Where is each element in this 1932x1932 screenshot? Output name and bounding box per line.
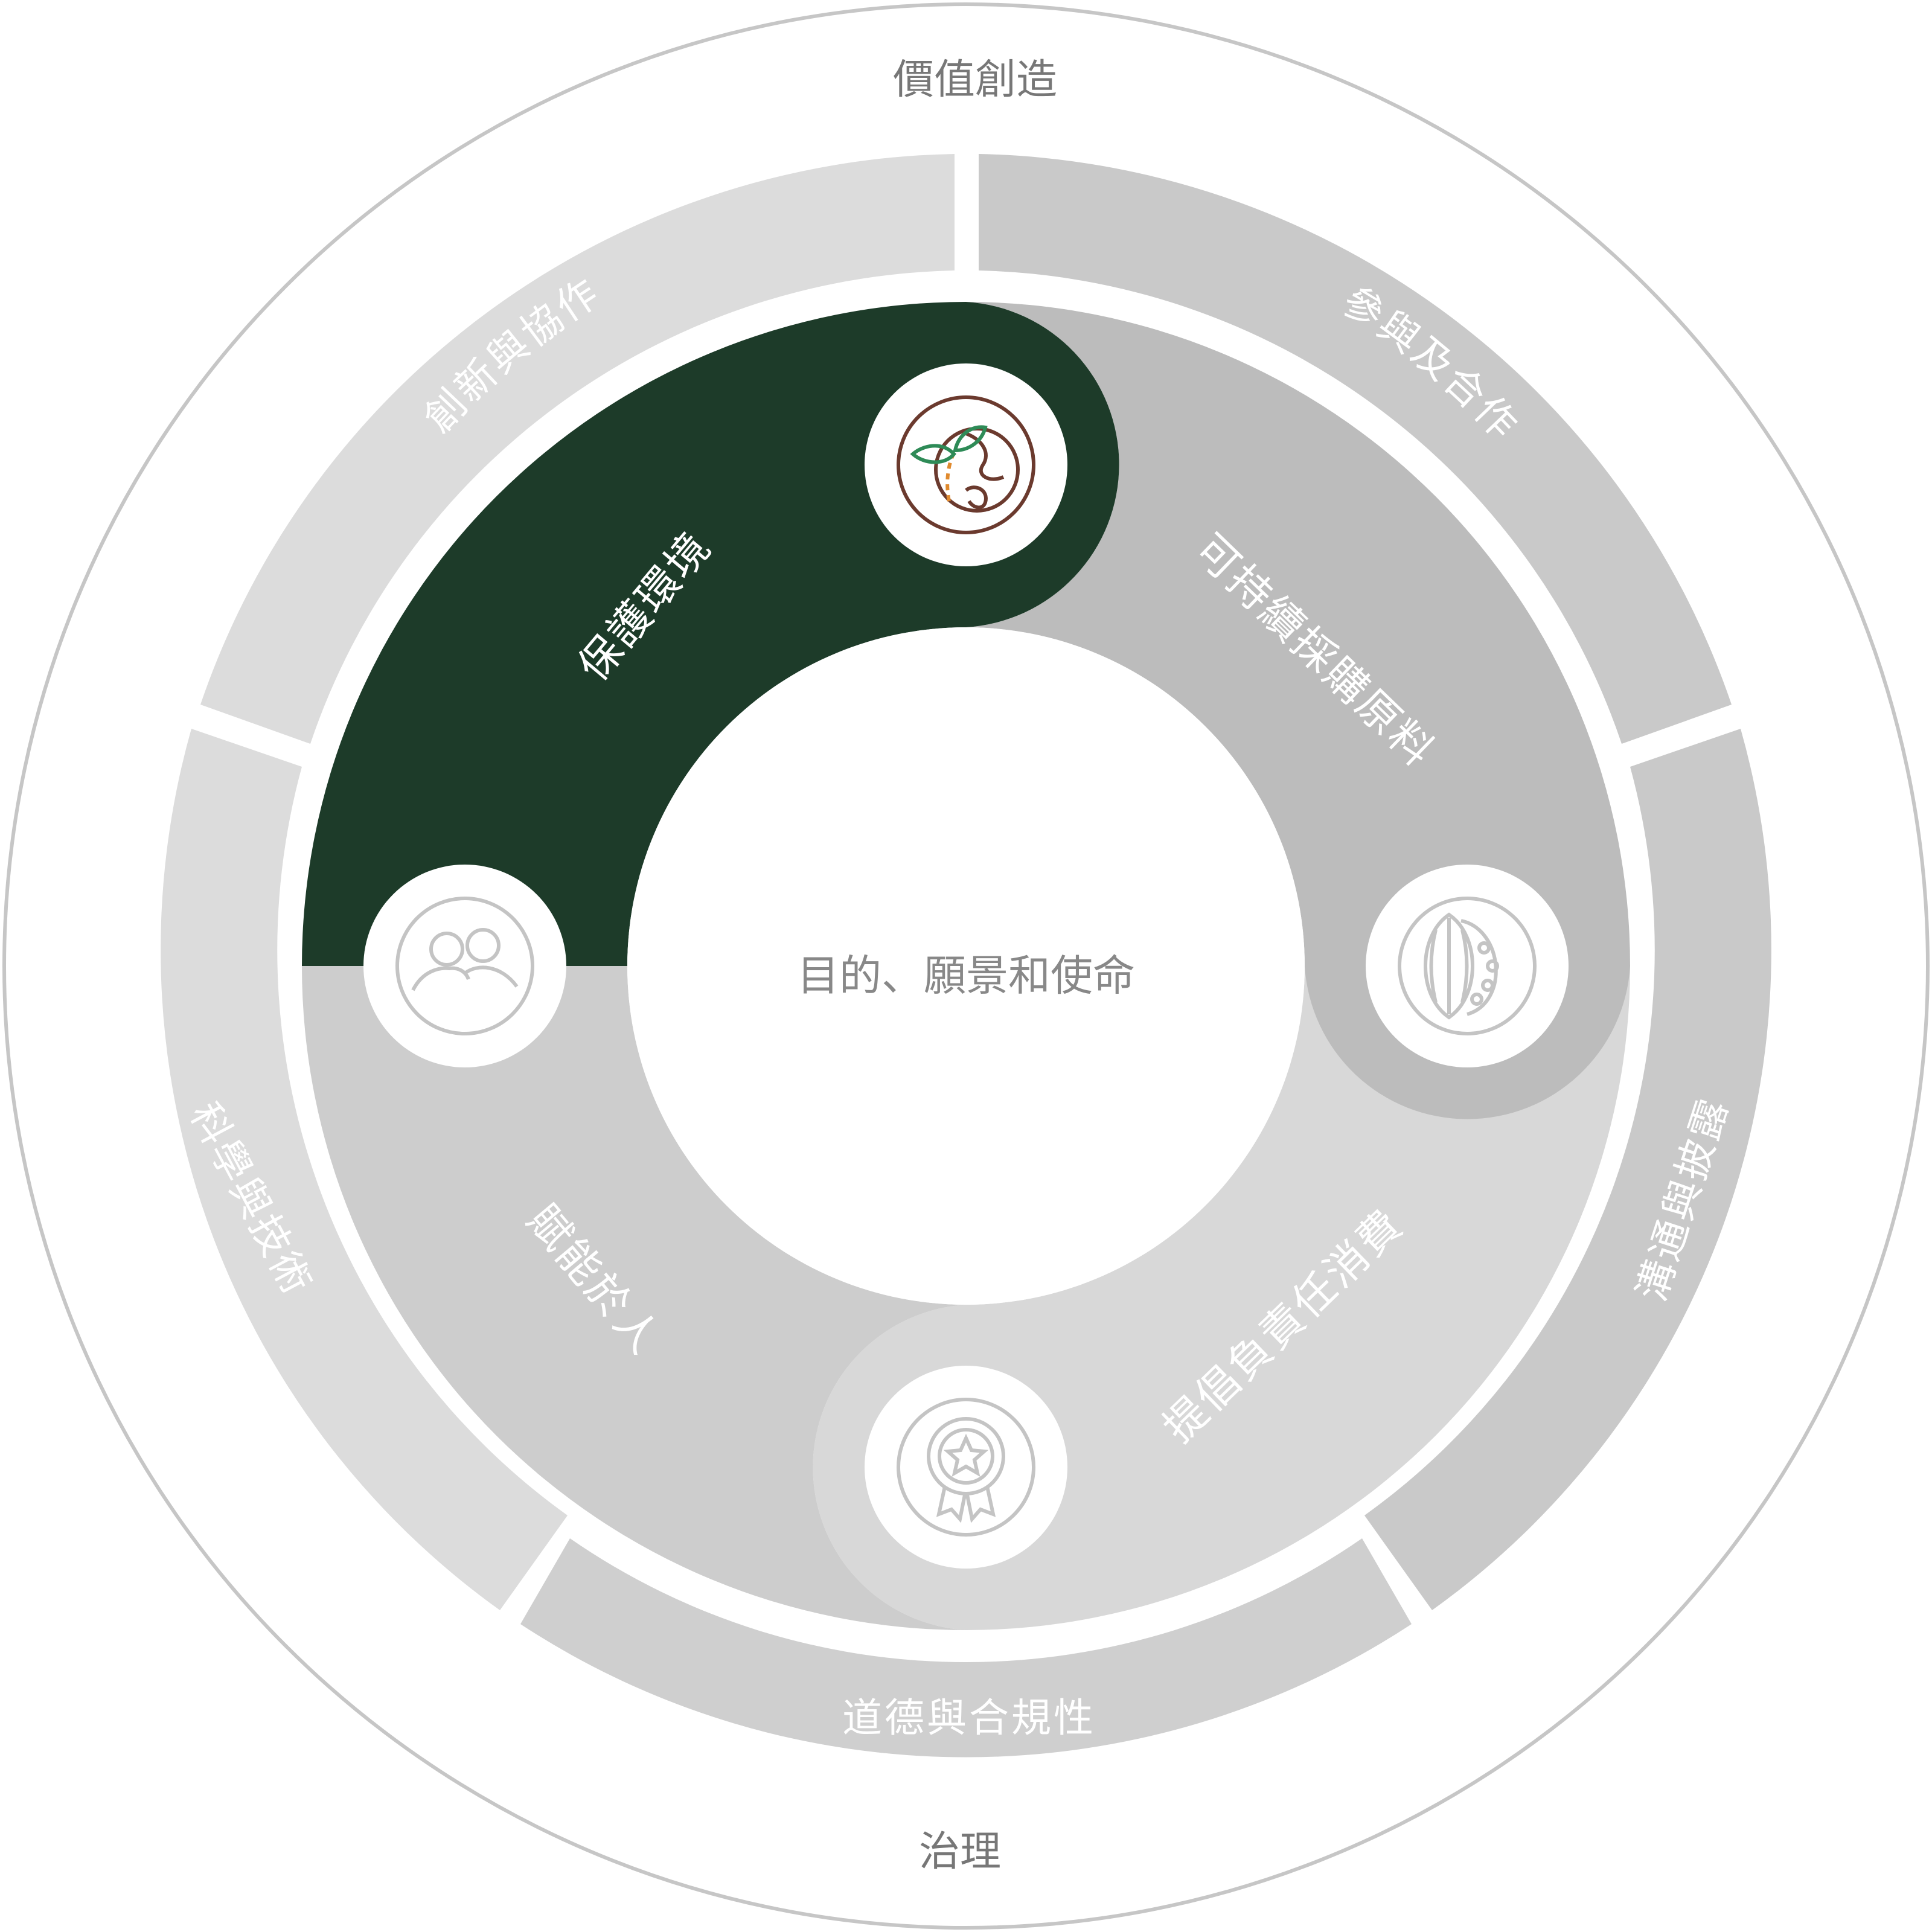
outer-segment-communication[interactable] — [1364, 729, 1771, 1610]
earth-sprout-icon — [910, 425, 1020, 513]
top-title: 價值創造 — [893, 56, 1057, 104]
center-label: 目的、願景和使命 — [797, 951, 1135, 1000]
badge-sourcing[interactable] — [1366, 865, 1569, 1067]
people-icon — [411, 928, 519, 991]
cocoa-pod-icon — [1424, 912, 1499, 1020]
outer-segment-engagement[interactable] — [979, 154, 1732, 744]
bottom-title: 治理 — [919, 1828, 1001, 1876]
badge-environment[interactable] — [865, 363, 1067, 566]
outer-label-ethics: 道德與合規性 — [842, 1695, 1096, 1741]
badge-consumption[interactable] — [865, 1366, 1067, 1569]
outer-segment-ethics[interactable] — [520, 1538, 1412, 1758]
outer-segment-science[interactable] — [161, 729, 568, 1610]
award-ribbon-icon — [927, 1417, 1005, 1523]
center-circle — [627, 627, 1305, 1305]
outer-segment-innovation[interactable] — [200, 154, 955, 744]
outer-ring — [161, 154, 1771, 1758]
badge-people[interactable] — [363, 865, 566, 1067]
